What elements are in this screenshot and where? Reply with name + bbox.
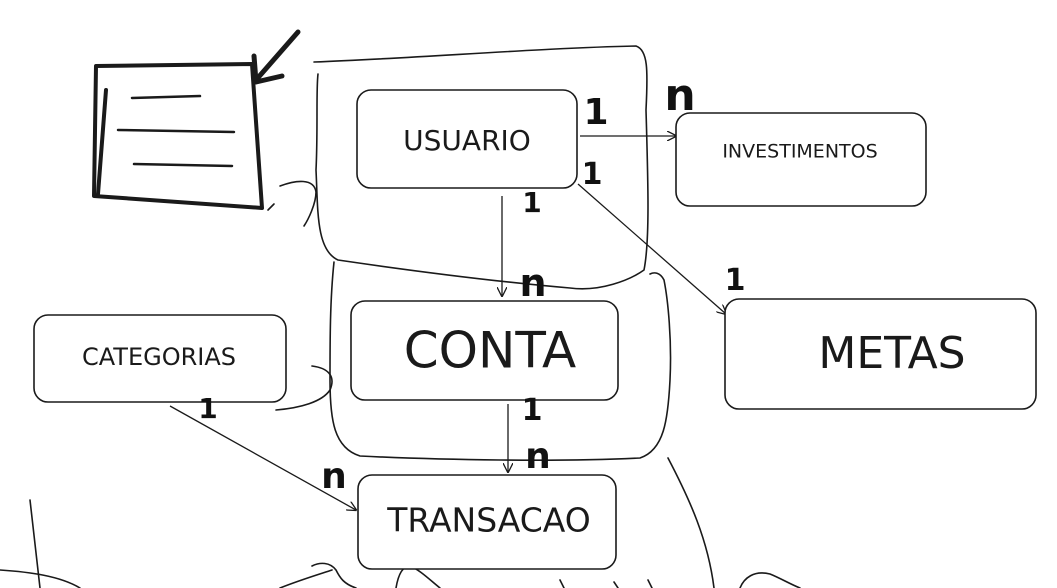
entity-usuario-label: USUARIO	[403, 124, 531, 157]
card-usuario-investimentos-to: n	[664, 70, 695, 121]
card-conta-transacao-to: n	[525, 436, 551, 477]
card-categorias-transacao-from: 1	[198, 392, 217, 425]
entity-conta-label: CONTA	[404, 322, 577, 380]
entity-metas: METAS	[724, 298, 1037, 410]
entity-categorias: CATEGORIAS	[33, 314, 287, 403]
entity-transacao-label: TRANSACAO	[386, 501, 591, 540]
entity-metas-label: METAS	[818, 328, 965, 379]
card-usuario-conta-from: 1	[522, 186, 541, 219]
arrow-usuario-metas	[577, 183, 726, 314]
grouping-sketch-lines	[0, 45, 801, 588]
entity-conta: CONTA	[350, 300, 619, 401]
cardinality-labels: 1 n 1 1 1 n 1 n 1 n	[198, 70, 745, 497]
entity-transacao: TRANSACAO	[357, 474, 617, 570]
document-icon	[92, 62, 264, 210]
card-usuario-conta-to: n	[519, 261, 546, 305]
entity-usuario: USUARIO	[356, 89, 578, 189]
entity-investimentos-label: INVESTIMENTOS	[722, 141, 877, 163]
entity-investimentos: INVESTIMENTOS	[675, 112, 927, 207]
arrow-categorias-transacao	[169, 405, 356, 510]
card-usuario-metas-to: 1	[725, 263, 746, 298]
relationship-arrows	[169, 136, 726, 510]
card-conta-transacao-from: 1	[522, 393, 543, 428]
card-usuario-metas-from: 1	[582, 157, 603, 192]
card-categorias-transacao-to: n	[321, 456, 347, 497]
card-usuario-investimentos-from: 1	[583, 92, 608, 133]
pointer-arrow-icon	[251, 29, 301, 85]
entity-categorias-label: CATEGORIAS	[82, 343, 236, 371]
